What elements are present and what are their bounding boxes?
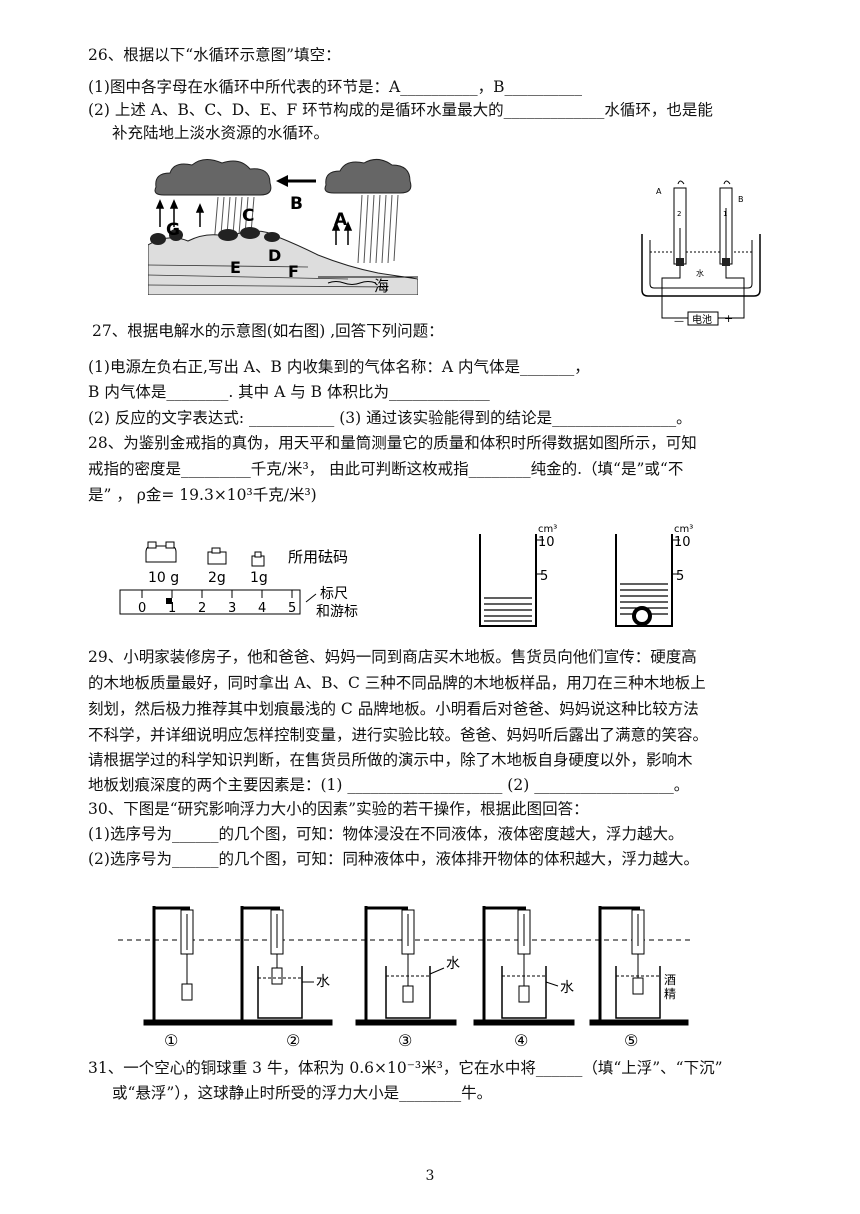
cyl1-mark-5: 5 (540, 569, 548, 584)
q30-title: 30、下图是“研究影响浮力大小的因素”实验的若干操作，根据此图回答： (88, 800, 589, 818)
q30-line2: (2)选序号为______的几个图，可知：同种液体中，液体排开物体的体积越大，浮… (88, 850, 699, 868)
q27-line2: B 内气体是________. 其中 A 与 B 体积比为___________… (88, 383, 490, 401)
scale-caption-1: 标尺 (320, 586, 348, 602)
page-number: 3 (425, 1168, 435, 1184)
beaker4-label: 水 (560, 980, 574, 996)
wc-label-d: D (268, 246, 281, 265)
fig-num-3: ③ (398, 1031, 412, 1050)
water-label: 水 (696, 268, 704, 278)
q31-line2: 或“悬浮”），这球静止时所受的浮力大小是________牛。 (112, 1084, 493, 1102)
wc-label-sea: 海 (374, 277, 389, 295)
q27-line3: (2) 反应的文字表达式: ___________ (3) 通过该实验能得到的结… (88, 409, 692, 427)
beaker2-label: 水 (316, 974, 330, 990)
beaker5-label-2: 精 (664, 987, 676, 1001)
q29-line1: 29、小明家装修房子，他和爸爸、妈妈一同到商店买木地板。售货员向他们宣传：硬度高 (88, 648, 697, 666)
q27-title: 27、根据电解水的示意图(如右图) ,回答下列问题： (92, 322, 444, 340)
q26-line3: 补充陆地上淡水资源的水循环。 (112, 124, 330, 142)
scale-tick-3: 3 (228, 601, 236, 616)
q28-line3: 是” ， ρ金= 19.3×10³千克/米³) (88, 486, 317, 504)
water-cycle-figure: C B A G D E F 海 (148, 155, 418, 295)
q29-line4: 不科学，并详细说明应怎样控制变量，进行实验比较。爸爸、妈妈听后露出了满意的笑容。 (88, 726, 709, 744)
wc-label-c: C (242, 206, 254, 226)
q26-line2: (2) 上述 A、B、C、D、E、F 环节构成的是循环水量最大的________… (88, 101, 713, 119)
scale-caption-2: 和游标 (316, 604, 358, 620)
q29-line6: 地板划痕深度的两个主要因素是：(1) ____________________ … (88, 776, 690, 794)
cyl2-unit: cm³ (674, 524, 693, 535)
battery-plus: + (724, 312, 733, 325)
wc-label-g: G (166, 220, 180, 240)
fig-num-1: ① (164, 1031, 178, 1050)
cyl1-unit: cm³ (538, 524, 557, 535)
electrolysis-figure: 电池 — + A B 2 1 水 (641, 180, 761, 327)
cyl1-mark-10: 10 (538, 535, 555, 550)
weight-1g: 1g (250, 570, 268, 586)
tube-a-digit: 2 (677, 210, 681, 218)
battery-minus: — (674, 316, 684, 327)
beaker3-label: 水 (446, 956, 460, 972)
q26-title: 26、根据以下“水循环示意图”填空： (88, 46, 341, 64)
cyl2-mark-5: 5 (676, 569, 684, 584)
q26-line1: (1)图中各字母在水循环中所代表的环节是：A__________，B______… (88, 78, 583, 96)
q29-line2: 的木地板质量最好，同时拿出 A、B、C 三种不同品牌的木地板样品，用刀在三种木地… (88, 674, 706, 692)
wc-label-b: B (290, 194, 303, 214)
cyl2-mark-10: 10 (674, 535, 691, 550)
wc-label-a: A (334, 210, 348, 230)
buoyancy-figure: 水 水 水 酒 精 ① ② ③ ④ ⑤ (118, 906, 693, 1050)
q27-line1: (1)电源左负右正,写出 A、B 内收集到的气体名称：A 内气体是_______… (88, 358, 590, 376)
q29-line3: 刻划，然后极力推荐其中划痕最浅的 C 品牌地板。小明看后对爸爸、妈妈说这种比较方… (88, 700, 699, 718)
tube-b-digit: 1 (723, 210, 727, 218)
weight-2g: 2g (208, 570, 226, 586)
weight-10g: 10 g (148, 570, 179, 586)
fig-num-2: ② (286, 1031, 300, 1050)
q31-line1: 31、一个空心的铜球重 3 牛，体积为 0.6×10⁻³米³，它在水中将____… (88, 1059, 723, 1077)
scale-tick-0: 0 (138, 601, 146, 616)
cylinders-figure: cm³ 10 5 cm³ 10 5 (479, 524, 693, 627)
scale-tick-1: 1 (168, 601, 176, 616)
scale-tick-4: 4 (258, 601, 266, 616)
q29-line5: 请根据学过的科学知识判断，在售货员所做的演示中，除了木地板自身硬度以外，影响木 (88, 751, 693, 769)
q28-line1: 28、为鉴别金戒指的真伪，用天平和量筒测量它的质量和体积时所得数据如图所示，可知 (88, 434, 697, 452)
fig-num-5: ⑤ (624, 1031, 638, 1050)
wc-label-e: E (230, 258, 241, 277)
q28-line2: 戒指的密度是_________千克/米³， 由此可判断这枚戒指________纯… (88, 460, 684, 478)
tube-a-label: A (656, 187, 662, 196)
tube-b-label: B (738, 195, 744, 204)
weights-caption: 所用砝码 (288, 548, 348, 566)
scale-tick-2: 2 (198, 601, 206, 616)
balance-figure: 10 g 2g 1g 所用砝码 0 1 2 3 4 5 标尺 和游标 (119, 541, 358, 620)
fig-num-4: ④ (514, 1031, 528, 1050)
beaker5-label-1: 酒 (664, 973, 676, 987)
scale-tick-5: 5 (288, 601, 296, 616)
battery-label: 电池 (692, 313, 712, 326)
q30-line1: (1)选序号为______的几个图，可知：物体浸没在不同液体，液体密度越大，浮力… (88, 825, 684, 843)
wc-label-f: F (288, 262, 299, 281)
